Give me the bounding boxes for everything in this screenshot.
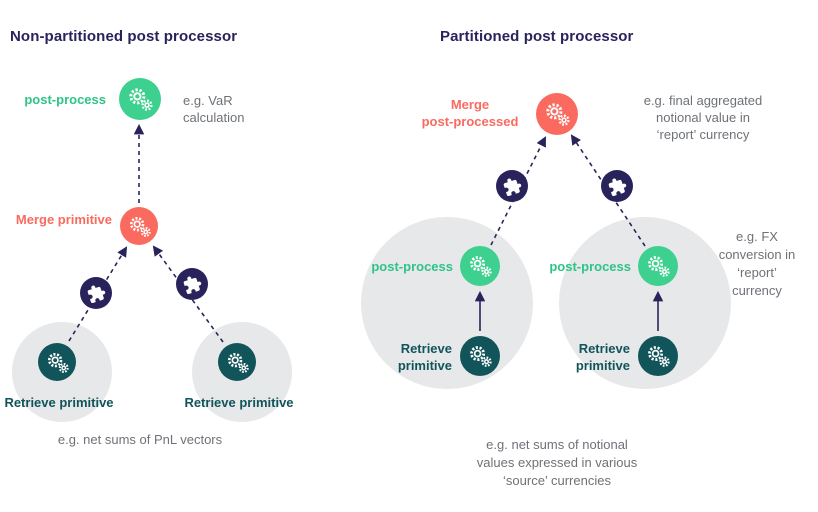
gears-icon: [47, 352, 69, 373]
right-merge-label: Merge post-processed: [421, 97, 519, 129]
right-retrieve-label-1: Retrieve primitive: [397, 341, 452, 373]
puzzle-piece-icon: [608, 177, 626, 196]
right-bottom-note: e.g. net sums of notional values express…: [476, 437, 638, 488]
gears-icon: [470, 346, 492, 367]
right-post-process-label-1: post-process: [371, 259, 453, 274]
right-post-process-node-1: [460, 246, 500, 286]
gears-icon: [648, 346, 670, 367]
left-post-process-label: post-process: [24, 92, 106, 107]
right-post-process-label-2: post-process: [549, 259, 631, 274]
left-retrieve-node-1: [38, 343, 76, 381]
right-aggregate-note: e.g. final aggregated notional value in …: [643, 93, 763, 142]
gears-icon: [129, 88, 153, 111]
right-retrieve-label-2: Retrieve primitive: [575, 341, 630, 373]
left-diagram-title: Non-partitioned post processor: [10, 28, 238, 45]
right-diagram-title: Partitioned post processor: [440, 28, 634, 45]
arrow-left-retrieve1-to-merge: [68, 246, 128, 342]
puzzle-piece-icon: [503, 177, 521, 196]
right-connector-node-1: [496, 170, 528, 202]
left-retrieve-label-2: Retrieve primitive: [184, 395, 294, 410]
left-connector-node-2: [176, 268, 208, 300]
right-retrieve-node-1: [460, 336, 500, 376]
puzzle-piece-icon: [183, 275, 201, 294]
gears-icon: [546, 103, 570, 126]
gears-icon: [129, 216, 151, 237]
right-partition-circle-1: [361, 217, 533, 389]
right-post-process-node-2: [638, 246, 678, 286]
left-merge-node: [120, 207, 158, 245]
right-fx-note: e.g. FX conversion in ‘report’ currency: [718, 229, 796, 298]
left-post-process-node: [119, 78, 161, 120]
left-connector-node-1: [80, 277, 112, 309]
left-merge-label: Merge primitive: [15, 212, 112, 227]
right-retrieve-node-2: [638, 336, 678, 376]
gears-icon: [648, 256, 670, 277]
gears-icon: [470, 256, 492, 277]
gears-icon: [227, 352, 249, 373]
left-retrieve-label-1: Retrieve primitive: [4, 395, 114, 410]
right-connector-node-2: [601, 170, 633, 202]
puzzle-piece-icon: [87, 284, 105, 303]
left-retrieve-node-2: [218, 343, 256, 381]
left-var-note: e.g. VaR calculation: [183, 93, 245, 125]
left-bottom-note: e.g. net sums of PnL vectors: [57, 432, 223, 447]
right-merge-node: [536, 93, 578, 135]
